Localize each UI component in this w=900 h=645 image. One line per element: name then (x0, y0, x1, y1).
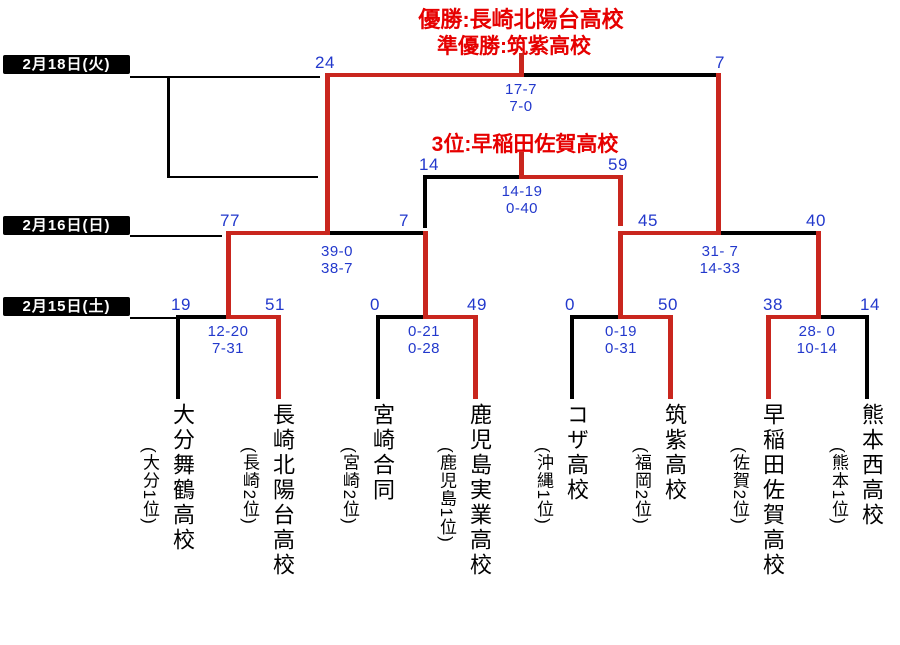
champion-title: 優勝:長崎北陽台高校 (418, 7, 624, 32)
team-5-drop (570, 315, 574, 399)
team-seed-4: (鹿児島1位) (437, 447, 456, 543)
team-seed-7: (佐賀2位) (730, 447, 749, 525)
score-quarterfinal-4-right: 14 (860, 295, 880, 314)
score-semifinal-2-right: 40 (806, 211, 826, 230)
score-third-place-left: 14 (419, 155, 439, 174)
qf4-line-loser (818, 315, 869, 319)
third-riser (519, 152, 524, 179)
score-quarterfinal-3-left: 0 (565, 295, 575, 314)
score-quarterfinal-4-left: 38 (763, 295, 783, 314)
date-final-pointer (130, 76, 320, 78)
qf2-line-loser (376, 315, 427, 319)
qf4-riser (816, 231, 821, 319)
team-name-4: 鹿児島実業高校 (467, 403, 492, 578)
team-seed-1: (大分1位) (140, 447, 159, 525)
champion-riser (519, 53, 524, 77)
date-final-third-pointer (167, 176, 318, 178)
date-final-third-vert (167, 76, 170, 178)
team-name-8: 熊本西高校 (859, 403, 884, 528)
sf1-line-winner (226, 231, 329, 235)
half-scores-final: 17-7 7-0 (504, 81, 538, 115)
score-final-right: 7 (715, 53, 725, 72)
half-scores-quarterfinal-3: 0-19 0-31 (604, 323, 638, 357)
half-scores-quarterfinal-1: 12-20 7-31 (207, 323, 249, 357)
score-quarterfinal-2-right: 49 (467, 295, 487, 314)
team-seed-2: (長崎2位) (240, 447, 259, 525)
score-quarterfinal-3-right: 50 (658, 295, 678, 314)
third-right-drop (618, 175, 623, 226)
team-3-drop (376, 315, 380, 399)
team-name-1: 大分舞鶴高校 (170, 403, 195, 553)
qf4-line-winner (766, 315, 821, 319)
qf1-line-loser (176, 315, 230, 319)
team-seed-3: (宮崎2位) (340, 447, 359, 525)
half-scores-quarterfinal-4: 28- 0 10-14 (796, 323, 838, 357)
team-4-drop (473, 315, 478, 399)
score-semifinal-2-left: 45 (638, 211, 658, 230)
date-label-final: 2月18日(火) (3, 55, 130, 74)
team-name-2: 長崎北陽台高校 (270, 403, 295, 578)
team-7-drop (766, 315, 771, 399)
team-name-5: コザ高校 (564, 403, 589, 503)
team-name-3: 宮崎合同 (370, 403, 395, 503)
score-final-left: 24 (315, 53, 335, 72)
runner-up-title: 準優勝:筑紫高校 (437, 35, 591, 58)
team-name-6: 筑紫高校 (662, 403, 687, 503)
team-2-drop (276, 315, 281, 399)
half-scores-third-place: 14-19 0-40 (501, 183, 543, 217)
score-quarterfinal-1-left: 19 (171, 295, 191, 314)
date-semi-pointer (130, 235, 222, 237)
team-8-drop (865, 315, 869, 399)
final-line-winner (325, 73, 524, 77)
qf1-line-winner (226, 315, 281, 319)
score-third-place-right: 59 (608, 155, 628, 174)
sf1-line-loser (327, 231, 428, 235)
score-semifinal-1-left: 77 (220, 211, 240, 230)
team-1-drop (176, 315, 180, 399)
date-label-semifinal: 2月16日(日) (3, 216, 130, 235)
final-line-loser (522, 73, 721, 77)
sf2-line-winner (618, 231, 721, 235)
third-left-drop (423, 175, 427, 228)
half-scores-semifinal-1: 39-0 38-7 (320, 243, 354, 277)
score-quarterfinal-2-left: 0 (370, 295, 380, 314)
sf2-line-loser (719, 231, 821, 235)
team-name-7: 早稲田佐賀高校 (760, 403, 785, 578)
third-line-loser (423, 175, 523, 179)
qf3-line-loser (570, 315, 622, 319)
sf2-riser (716, 73, 721, 235)
qf1-riser (226, 231, 231, 319)
team-seed-6: (福岡2位) (632, 447, 651, 525)
third-place-title: 3位:早稲田佐賀高校 (431, 133, 619, 156)
qf2-riser (423, 231, 428, 319)
half-scores-quarterfinal-2: 0-21 0-28 (407, 323, 441, 357)
date-label-quarterfinal: 2月15日(土) (3, 297, 130, 316)
team-seed-8: (熊本1位) (829, 447, 848, 525)
half-scores-semifinal-2: 31- 7 14-33 (699, 243, 741, 277)
score-quarterfinal-1-right: 51 (265, 295, 285, 314)
qf2-line-winner (423, 315, 478, 319)
team-seed-5: (沖縄1位) (534, 447, 553, 525)
qf3-riser (618, 231, 623, 319)
score-semifinal-1-right: 7 (399, 211, 409, 230)
sf1-riser (325, 73, 330, 235)
team-6-drop (668, 315, 673, 399)
date-quarter-pointer (130, 317, 177, 319)
third-line-winner (521, 175, 623, 179)
qf3-line-winner (618, 315, 673, 319)
